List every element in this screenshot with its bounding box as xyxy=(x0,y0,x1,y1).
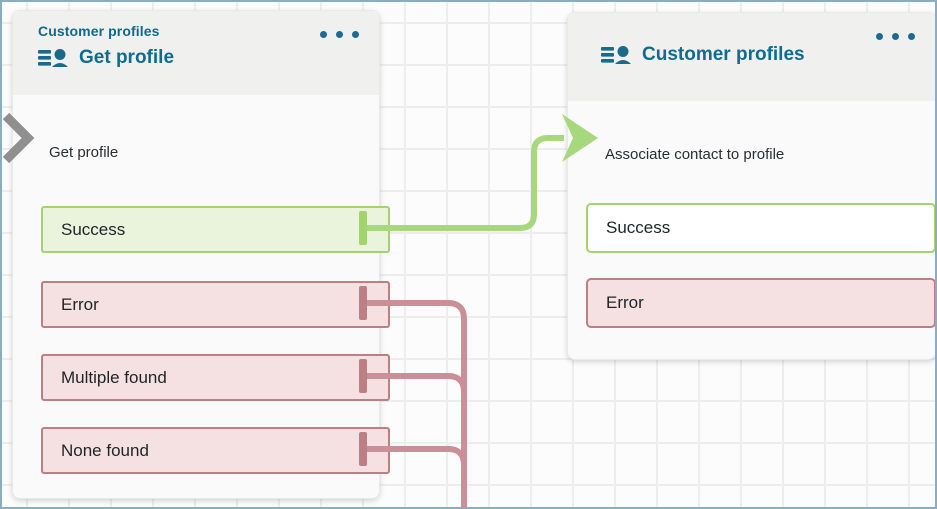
branch-label: Success xyxy=(606,218,671,237)
branch-error[interactable]: Error xyxy=(41,281,390,328)
branch-label: None found xyxy=(61,440,149,460)
branch-label: Error xyxy=(61,294,99,314)
ellipsis-menu-icon[interactable] xyxy=(876,33,915,40)
flow-block-get-profile[interactable]: Customer profiles Get profile Get profil… xyxy=(12,10,390,499)
flow-block-customer-profiles[interactable]: Customer profiles Associate contact to p… xyxy=(567,12,935,360)
block-title: Get profile xyxy=(79,47,175,68)
branch-label: Success xyxy=(61,219,126,239)
block-action-label: Get profile xyxy=(49,144,119,161)
branch-success[interactable]: Success xyxy=(586,203,935,253)
connector-error[interactable] xyxy=(366,300,467,509)
branch-label: Multiple found xyxy=(61,367,167,387)
branch-none-found[interactable]: None found xyxy=(41,427,390,474)
branch-multiple-found[interactable]: Multiple found xyxy=(41,354,390,401)
branch-success[interactable]: Success xyxy=(41,206,390,253)
ellipsis-menu-icon[interactable] xyxy=(320,31,359,38)
block-action-label: Associate contact to profile xyxy=(605,146,785,163)
block-category-label: Customer profiles xyxy=(38,23,160,39)
customer-profiles-icon xyxy=(601,46,631,64)
block-title: Customer profiles xyxy=(642,44,805,65)
branch-label: Error xyxy=(606,293,644,312)
connector-success[interactable] xyxy=(366,135,564,231)
branch-error[interactable]: Error xyxy=(586,278,935,328)
block-header[interactable]: Customer profiles Get profile xyxy=(13,11,379,95)
customer-profiles-icon xyxy=(38,49,68,67)
block-header[interactable]: Customer profiles xyxy=(568,13,935,101)
